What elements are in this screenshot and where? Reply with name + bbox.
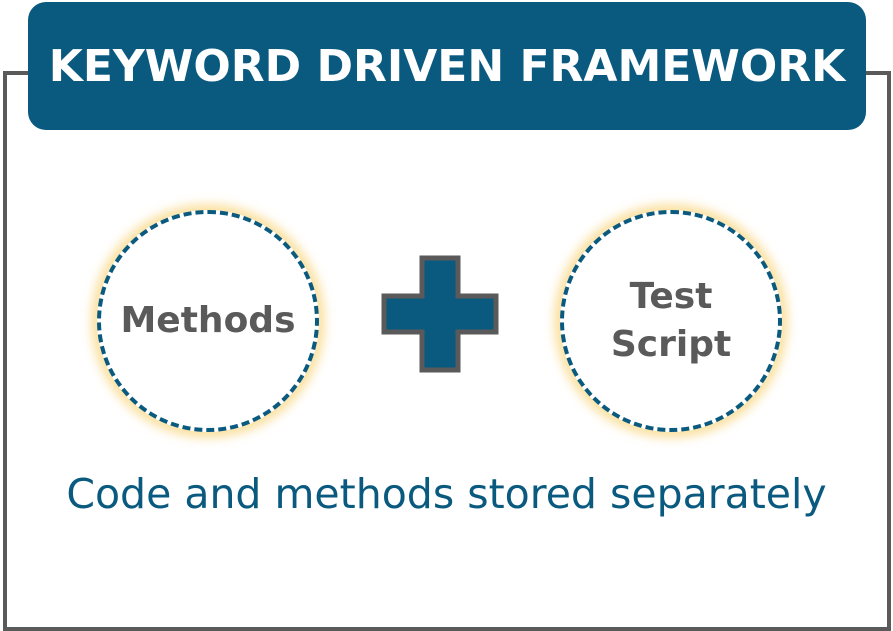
diagram-title: KEYWORD DRIVEN FRAMEWORK <box>28 2 866 130</box>
test-script-circle: Test Script <box>560 210 782 432</box>
test-label: Test <box>629 276 713 317</box>
methods-circle: Methods <box>97 210 319 432</box>
script-label: Script <box>610 324 732 365</box>
plus-icon <box>381 255 499 373</box>
caption: Code and methods stored separately <box>66 470 827 518</box>
methods-label: Methods <box>120 300 296 341</box>
